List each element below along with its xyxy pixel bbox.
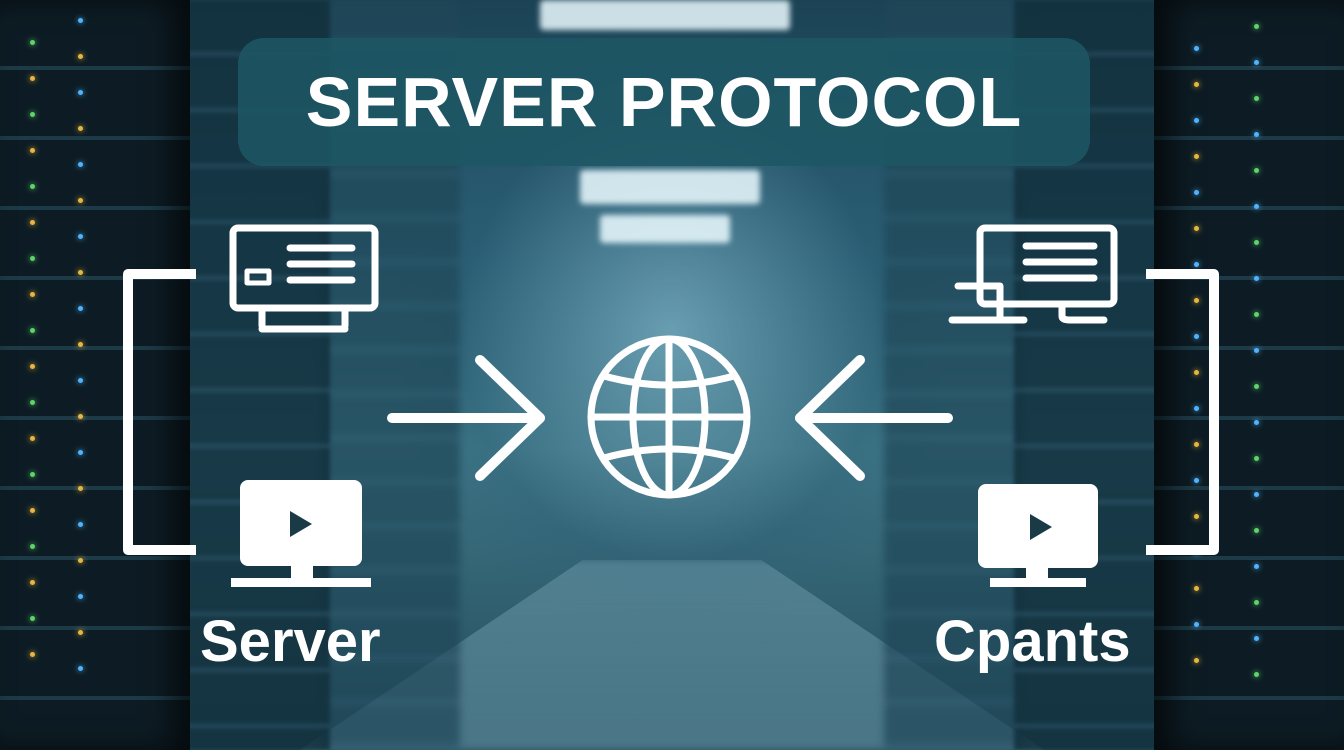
status-light: [1254, 564, 1259, 569]
status-light: [30, 292, 35, 297]
status-light: [78, 234, 83, 239]
computer-desk-icon: [948, 224, 1118, 324]
status-light: [78, 18, 83, 23]
status-light: [1194, 406, 1199, 411]
status-light: [78, 306, 83, 311]
status-light: [78, 666, 83, 671]
globe-icon: [587, 335, 751, 499]
status-light: [1254, 420, 1259, 425]
status-light: [1194, 622, 1199, 627]
status-light: [78, 162, 83, 167]
status-light: [1194, 118, 1199, 123]
status-light: [78, 198, 83, 203]
status-light: [78, 450, 83, 455]
status-light: [1194, 478, 1199, 483]
status-light: [78, 594, 83, 599]
status-light: [30, 328, 35, 333]
status-light: [30, 220, 35, 225]
clients-label: Cpants: [934, 609, 1131, 674]
status-light: [1194, 442, 1199, 447]
ceiling-light: [580, 170, 760, 204]
status-light: [1254, 168, 1259, 173]
status-light: [1254, 456, 1259, 461]
status-light: [30, 580, 35, 585]
status-light: [1194, 586, 1199, 591]
status-light: [1254, 384, 1259, 389]
status-light: [78, 90, 83, 95]
server-label: Server: [200, 609, 381, 674]
ceiling-light: [540, 0, 790, 30]
status-light: [78, 486, 83, 491]
status-light: [78, 126, 83, 131]
rack-status-lights: [1194, 46, 1204, 694]
status-light: [1254, 240, 1259, 245]
status-light: [30, 256, 35, 261]
status-light: [30, 544, 35, 549]
status-light: [1194, 370, 1199, 375]
status-light: [78, 342, 83, 347]
rack-status-lights: [1254, 24, 1264, 708]
right-bracket: [1146, 269, 1219, 555]
arrow-right-icon: [387, 355, 545, 481]
ceiling-light: [600, 215, 730, 243]
status-light: [78, 630, 83, 635]
arrow-left-icon: [795, 355, 953, 481]
status-light: [1194, 514, 1199, 519]
status-light: [1254, 600, 1259, 605]
status-light: [30, 508, 35, 513]
status-light: [1254, 24, 1259, 29]
status-light: [78, 522, 83, 527]
video-monitor-icon: [231, 480, 371, 587]
status-light: [78, 270, 83, 275]
status-light: [30, 148, 35, 153]
status-light: [78, 378, 83, 383]
server-rack: [1154, 0, 1344, 750]
status-light: [1254, 276, 1259, 281]
status-light: [1254, 492, 1259, 497]
status-light: [1194, 154, 1199, 159]
status-light: [78, 414, 83, 419]
status-light: [30, 184, 35, 189]
status-light: [30, 364, 35, 369]
rack-status-lights: [30, 40, 40, 688]
status-light: [1194, 190, 1199, 195]
status-light: [1194, 226, 1199, 231]
status-light: [1254, 96, 1259, 101]
status-light: [1194, 334, 1199, 339]
status-light: [1254, 312, 1259, 317]
status-light: [1254, 636, 1259, 641]
status-light: [30, 652, 35, 657]
rack-status-lights: [78, 18, 88, 702]
status-light: [30, 616, 35, 621]
status-light: [30, 40, 35, 45]
status-light: [1194, 46, 1199, 51]
monitor-with-text-icon: [229, 224, 379, 333]
status-light: [1254, 672, 1259, 677]
status-light: [1254, 60, 1259, 65]
left-bracket: [123, 269, 196, 555]
status-light: [1254, 348, 1259, 353]
title-banner: SERVER PROTOCOL: [238, 38, 1090, 166]
video-monitor-icon: [978, 484, 1098, 587]
status-light: [30, 400, 35, 405]
status-light: [30, 76, 35, 81]
status-light: [1254, 204, 1259, 209]
page-title: SERVER PROTOCOL: [305, 63, 1023, 141]
status-light: [1194, 658, 1199, 663]
status-light: [30, 112, 35, 117]
status-light: [30, 472, 35, 477]
status-light: [1194, 82, 1199, 87]
status-light: [30, 436, 35, 441]
status-light: [78, 558, 83, 563]
server-rack: [0, 0, 190, 750]
status-light: [1254, 132, 1259, 137]
status-light: [78, 54, 83, 59]
status-light: [1194, 262, 1199, 267]
status-light: [1254, 528, 1259, 533]
status-light: [1194, 298, 1199, 303]
